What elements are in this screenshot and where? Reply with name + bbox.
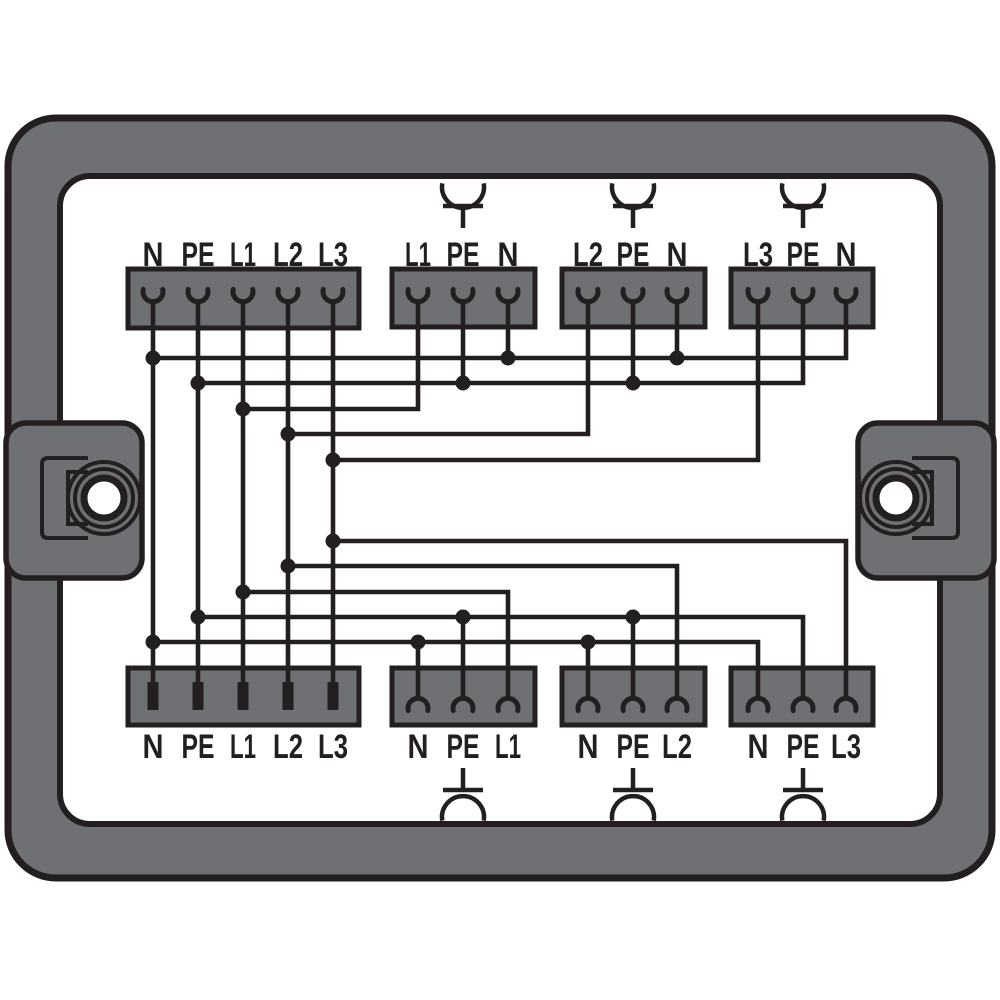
terminal-label: N [748, 728, 769, 766]
terminal-label: N [498, 236, 519, 274]
junction-dot [280, 558, 296, 574]
junction-dot [235, 401, 251, 417]
terminal-label: PE [617, 236, 650, 274]
wire-link-l3-bot [333, 538, 849, 699]
terminal-pin [147, 682, 159, 710]
junction-dot [190, 609, 206, 625]
mount-bracket-outline [40, 456, 88, 540]
terminal-label: PE [787, 236, 820, 274]
terminal-label: L3 [318, 236, 348, 274]
wire-bus-pe-top [198, 301, 806, 386]
wire-bus-n-top [153, 301, 849, 361]
terminal-label: PE [447, 728, 480, 766]
terminal-label: N [143, 236, 164, 274]
junction-dot [145, 634, 161, 650]
terminal-label: PE [787, 728, 820, 766]
wire-link-l2-top [288, 301, 591, 437]
junction-dot [410, 634, 426, 650]
screw-hole [872, 474, 920, 522]
terminal-label: N [578, 728, 599, 766]
terminal-label: L2 [662, 728, 692, 766]
terminal-label: L2 [273, 236, 303, 274]
wire-link-l1-bot [243, 589, 511, 699]
terminal-label: PE [182, 728, 215, 766]
socket-outlet-symbol [609, 768, 657, 821]
junction-dot [580, 634, 596, 650]
junction-dot [455, 375, 471, 391]
junction-dot [235, 584, 251, 600]
mount-bracket-inner [912, 470, 934, 526]
socket-arc [779, 793, 827, 821]
terminal-label: L2 [273, 728, 303, 766]
socket-outlet-symbol [439, 183, 487, 228]
terminal-pin [237, 682, 249, 710]
socket-outlet-symbol [779, 183, 827, 228]
terminal-label: L3 [831, 728, 861, 766]
junction-dot [145, 350, 161, 366]
junction-dot [325, 452, 341, 468]
terminal-label: PE [447, 236, 480, 274]
wire-link-l3-top [333, 301, 761, 463]
socket-arc [609, 793, 657, 821]
socket-arc [439, 793, 487, 821]
terminal-label: L1 [495, 728, 521, 766]
terminal-pin [327, 682, 339, 710]
terminal-block-feed-in-top: N PE L1 L2 L3 [125, 236, 362, 331]
terminal-label: L1 [230, 728, 256, 766]
terminal-pin [282, 682, 294, 710]
junction-dot [280, 426, 296, 442]
wire-bus-n-bot [153, 639, 761, 699]
junction-dot [625, 609, 641, 625]
junction-dot [190, 375, 206, 391]
wire-link-l2-bot [288, 563, 680, 699]
socket-outlet-symbol [779, 768, 827, 821]
terminal-label: L1 [405, 236, 431, 274]
terminal-label: L1 [230, 236, 256, 274]
terminal-label: N [143, 728, 164, 766]
terminal-label: N [667, 236, 688, 274]
terminal-label: L3 [743, 236, 773, 274]
junction-dot [500, 350, 516, 366]
socket-outlet-symbol [439, 768, 487, 821]
mount-bracket-inner [66, 470, 88, 526]
junction-dot [325, 533, 341, 549]
junction-dot [669, 350, 685, 366]
terminal-label: L3 [318, 728, 348, 766]
wire-link-l1-top [243, 301, 421, 412]
terminal-label: PE [182, 236, 215, 274]
mounting-tab-right [855, 420, 997, 581]
terminal-label: N [408, 728, 429, 766]
mount-bracket-outline [912, 456, 960, 540]
wire-bus-pe-bot [198, 614, 806, 699]
terminal-pin [192, 682, 204, 710]
terminal-label: L2 [573, 236, 603, 274]
screw-hole [80, 474, 128, 522]
socket-outlet-symbol [609, 183, 657, 228]
mounting-tab-left [3, 420, 145, 581]
junction-dot [455, 609, 471, 625]
terminal-label: PE [617, 728, 650, 766]
terminal-label: N [836, 236, 857, 274]
junction-dot [625, 375, 641, 391]
